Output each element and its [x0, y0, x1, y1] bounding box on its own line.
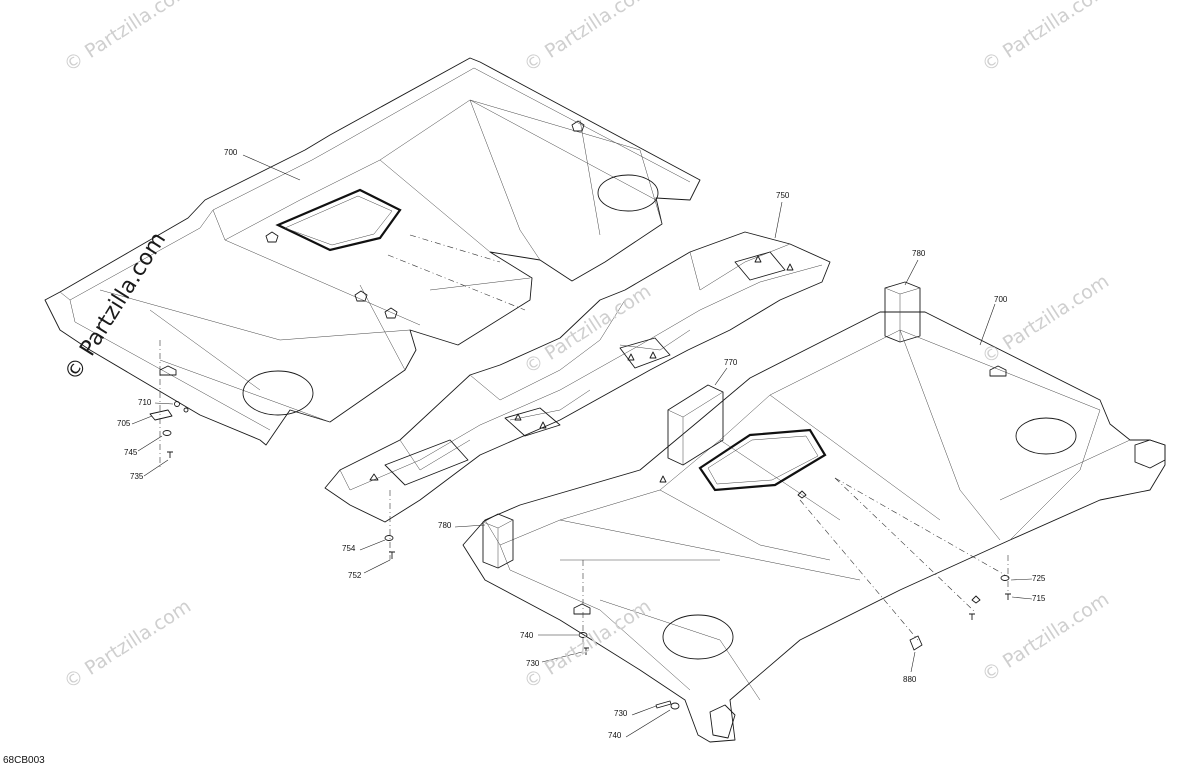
callout-730[interactable]: 730: [526, 659, 540, 668]
callout-780[interactable]: 780: [438, 521, 452, 530]
callout-752[interactable]: 752: [348, 571, 362, 580]
callout-700[interactable]: 700: [994, 295, 1008, 304]
fastener-hardware: [149, 401, 1011, 710]
callout-750[interactable]: 750: [776, 191, 790, 200]
callout-754[interactable]: 754: [342, 544, 356, 553]
callout-745[interactable]: 745: [124, 448, 138, 457]
callout-725[interactable]: 725: [1032, 574, 1046, 583]
callout-770[interactable]: 770: [724, 358, 738, 367]
callout-735[interactable]: 735: [130, 472, 144, 481]
callout-700[interactable]: 700: [224, 148, 238, 157]
callout-780[interactable]: 780: [912, 249, 926, 258]
drawing-code: 68CB003: [3, 755, 45, 766]
callout-740[interactable]: 740: [608, 731, 622, 740]
callout-710[interactable]: 710: [138, 398, 152, 407]
callout-880[interactable]: 880: [903, 675, 917, 684]
center-tunnel-panel: [324, 231, 831, 523]
floor-panel-right: [462, 281, 1166, 743]
floor-panel-left: [44, 57, 701, 446]
callout-740[interactable]: 740: [520, 631, 534, 640]
leader-lines: [131, 154, 1033, 738]
callout-705[interactable]: 705: [117, 419, 131, 428]
callout-730[interactable]: 730: [614, 709, 628, 718]
callout-715[interactable]: 715: [1032, 594, 1046, 603]
